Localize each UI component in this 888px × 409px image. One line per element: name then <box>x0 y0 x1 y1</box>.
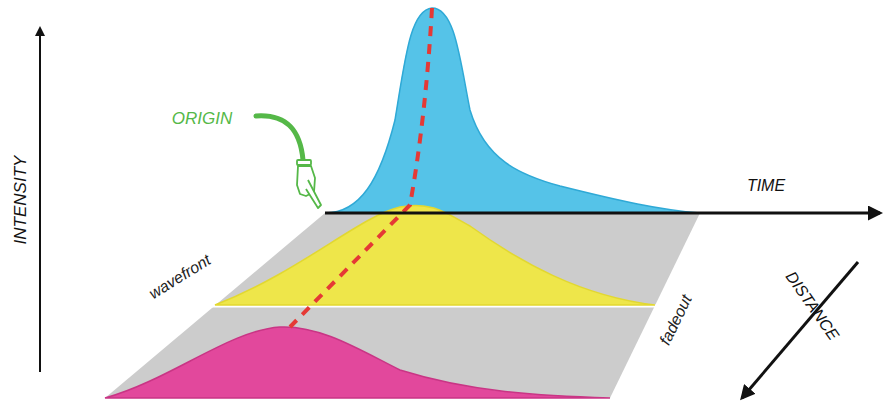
pointing-hand <box>297 160 321 208</box>
edge-label: wavefront <box>146 252 213 302</box>
time-axis <box>325 212 880 215</box>
axis-label: INTENSITY <box>12 156 29 245</box>
origin-wave <box>325 8 700 213</box>
far-wave <box>105 327 610 398</box>
middle-wave <box>215 205 655 305</box>
intensity-axis <box>39 28 41 372</box>
callout-label: ORIGIN <box>172 110 232 127</box>
distance-axis <box>742 262 858 398</box>
peak-trace <box>290 8 432 327</box>
axis-label: DISTANCE <box>783 269 842 343</box>
axis-label: TIME <box>747 178 785 194</box>
origin-leader <box>256 116 303 160</box>
edge-label: fadeout <box>657 292 695 347</box>
